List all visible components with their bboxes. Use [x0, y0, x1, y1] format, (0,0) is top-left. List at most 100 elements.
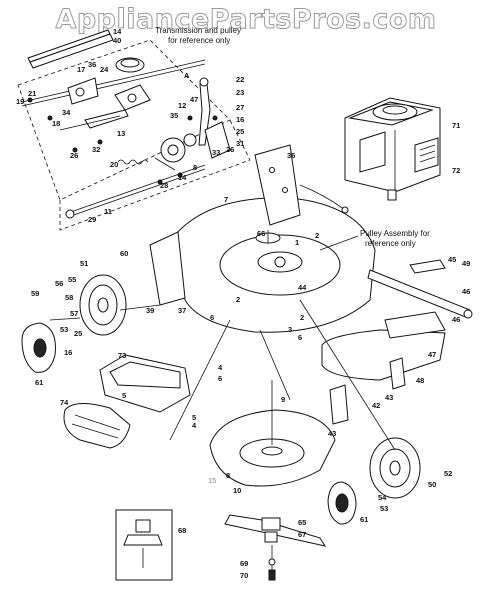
- label-21: 21: [28, 89, 36, 98]
- label-26b: 26: [226, 145, 234, 154]
- label-3: 3: [288, 325, 292, 334]
- blade-assembly: [224, 514, 327, 581]
- engine: [344, 97, 441, 201]
- label-47b: 47: [428, 350, 436, 359]
- rear-flap-assembly: [321, 259, 473, 425]
- label-61b: 61: [360, 515, 368, 524]
- pulley-note-line1: Pulley Assembly for: [360, 229, 430, 238]
- label-50: 50: [428, 480, 436, 489]
- label-72: 72: [452, 166, 460, 175]
- label-52: 52: [444, 469, 452, 478]
- label-23: 23: [236, 88, 244, 97]
- label-44: 44: [298, 283, 307, 292]
- label-1: 1: [295, 238, 299, 247]
- label-18: 18: [52, 119, 60, 128]
- label-54: 54: [378, 493, 387, 502]
- label-36b: 36: [287, 151, 295, 160]
- label-59: 59: [31, 289, 39, 298]
- label-53b: 53: [380, 504, 388, 513]
- transmission-assembly: [17, 29, 251, 231]
- label-46: 46: [462, 287, 470, 296]
- discharge-chute: [63, 354, 191, 449]
- transmission-note-line2: for reference only: [168, 36, 230, 45]
- label-61: 61: [35, 378, 43, 387]
- label-17: 17: [77, 65, 85, 74]
- label-31: 31: [236, 139, 244, 148]
- label-24: 24: [100, 65, 109, 74]
- label-2c: 2: [300, 313, 304, 322]
- label-42: 42: [372, 401, 380, 410]
- label-27: 27: [236, 103, 244, 112]
- label-49: 49: [462, 259, 470, 268]
- mower-deck: [149, 144, 376, 333]
- label-51: 51: [80, 259, 88, 268]
- label-45: 45: [448, 255, 456, 264]
- label-53: 53: [60, 325, 68, 334]
- label-7: 7: [224, 195, 228, 204]
- label-14: 14: [113, 27, 122, 36]
- label-47: 47: [190, 95, 198, 104]
- label-56: 56: [55, 279, 63, 288]
- label-67: 67: [298, 530, 306, 539]
- label-29: 29: [88, 215, 96, 224]
- label-9: 9: [281, 395, 285, 404]
- part-labels: 14 40 17 24 36 21 19 A 22 23 12 47 27 16…: [16, 27, 470, 580]
- label-74: 74: [60, 398, 69, 407]
- label-5: 5: [122, 391, 126, 400]
- label-71: 71: [452, 121, 460, 130]
- label-39: 39: [146, 306, 154, 315]
- label-65: 65: [298, 518, 306, 527]
- pulley-note-line2: reference only: [365, 239, 416, 248]
- label-32: 32: [92, 145, 100, 154]
- leader-lines: [49, 299, 396, 451]
- label-60: 60: [120, 249, 128, 258]
- label-46b: 46: [452, 315, 460, 324]
- label-8: 8: [193, 163, 197, 172]
- label-2: 2: [315, 231, 319, 240]
- label-40: 40: [113, 36, 121, 45]
- label-57: 57: [70, 309, 78, 318]
- label-26: 26: [70, 151, 78, 160]
- label-25: 25: [236, 127, 244, 136]
- label-68: 68: [178, 526, 186, 535]
- label-69: 69: [240, 559, 248, 568]
- label-37: 37: [178, 306, 186, 315]
- label-36: 36: [88, 60, 96, 69]
- blade-baffle: [209, 380, 336, 487]
- label-A: A: [184, 71, 190, 80]
- label-14b: 14: [178, 173, 187, 182]
- label-15: 15: [208, 476, 216, 485]
- watermark: AppliancePartsPros.com: [55, 4, 437, 36]
- label-48: 48: [416, 376, 424, 385]
- label-43b: 43: [328, 429, 336, 438]
- label-6: 6: [210, 313, 214, 322]
- label-4b: 4: [192, 421, 197, 430]
- label-10: 10: [233, 486, 241, 495]
- label-6b: 6: [298, 333, 302, 342]
- label-4: 4: [218, 363, 223, 372]
- label-43: 43: [385, 393, 393, 402]
- label-73: 73: [118, 351, 126, 360]
- label-28: 28: [160, 181, 168, 190]
- label-5b: 5: [192, 413, 196, 422]
- label-66: 66: [257, 229, 265, 238]
- label-25b: 25: [74, 329, 82, 338]
- label-16b: 16: [64, 348, 72, 357]
- label-58: 58: [65, 293, 73, 302]
- label-19: 19: [16, 97, 24, 106]
- label-12: 12: [178, 101, 186, 110]
- label-2b: 2: [236, 295, 240, 304]
- right-front-wheel: [327, 437, 421, 525]
- label-11: 11: [104, 207, 112, 216]
- label-20: 20: [110, 160, 118, 169]
- left-rear-wheel: [21, 274, 127, 373]
- label-22: 22: [236, 75, 244, 84]
- transmission-note-line1: Transmission and pulley: [155, 26, 241, 35]
- label-13: 13: [117, 129, 125, 138]
- label-16: 16: [236, 115, 244, 124]
- label-33: 33: [212, 148, 220, 157]
- label-8b: 8: [226, 471, 230, 480]
- label-35: 35: [170, 111, 178, 120]
- label-55: 55: [68, 275, 76, 284]
